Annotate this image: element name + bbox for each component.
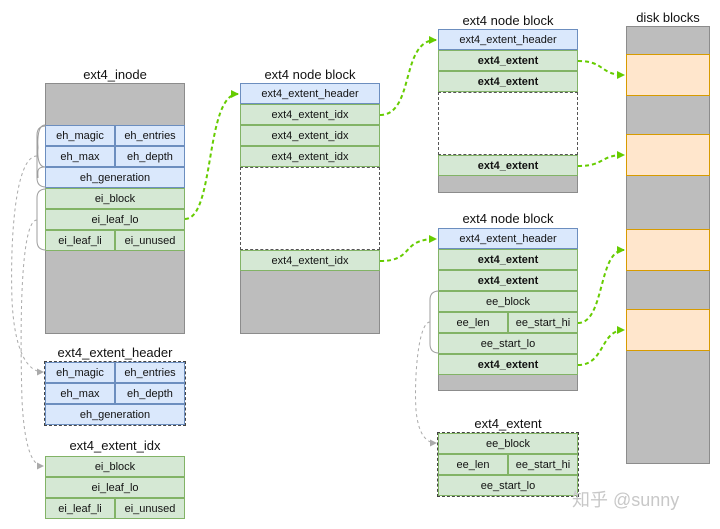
legend-ee-block: ee_block bbox=[438, 433, 578, 454]
inode-eh-generation: eh_generation bbox=[45, 167, 185, 188]
disk-blocks-title: disk blocks bbox=[636, 10, 700, 25]
node-top-extent-1: ext4_extent bbox=[438, 50, 578, 71]
node-bottom-extent-last: ext4_extent bbox=[438, 354, 578, 375]
bracket-inode-header bbox=[37, 124, 46, 179]
node-top-title: ext4 node block bbox=[462, 13, 554, 28]
inode-ei-block: ei_block bbox=[45, 188, 185, 209]
legend-ei-leaf-li: ei_leaf_li bbox=[45, 498, 115, 519]
inode-eh-max: eh_max bbox=[45, 146, 115, 167]
node-top-free-space bbox=[438, 92, 578, 155]
legend-eh-entries: eh_entries bbox=[115, 362, 185, 383]
legend-ei-unused: ei_unused bbox=[115, 498, 185, 519]
node-mid-idx-2: ext4_extent_idx bbox=[240, 125, 380, 146]
legend-ei-block: ei_block bbox=[45, 456, 185, 477]
leader-to-header-legend bbox=[11, 155, 44, 376]
node-bottom-ee-start-hi: ee_start_hi bbox=[508, 312, 578, 333]
extent-header-legend-title: ext4_extent_header bbox=[57, 345, 173, 360]
node-bottom-ee-start-lo: ee_start_lo bbox=[438, 333, 578, 354]
node-mid-header: ext4_extent_header bbox=[240, 83, 380, 104]
bracket-node-extent bbox=[429, 290, 440, 354]
extent-idx-legend-title: ext4_extent_idx bbox=[69, 438, 161, 453]
inode-title: ext4_inode bbox=[83, 67, 147, 82]
leader-to-idx-legend bbox=[20, 219, 44, 470]
legend-eh-generation: eh_generation bbox=[45, 404, 185, 425]
node-mid-idx-1: ext4_extent_idx bbox=[240, 104, 380, 125]
node-bottom-title: ext4 node block bbox=[462, 211, 554, 226]
inode-eh-depth: eh_depth bbox=[115, 146, 185, 167]
arrow-extent-to-disk-2 bbox=[577, 151, 625, 167]
node-top-extent-2: ext4_extent bbox=[438, 71, 578, 92]
node-mid-free-space bbox=[240, 167, 380, 250]
leader-to-extent-legend bbox=[415, 321, 437, 447]
legend-eh-magic: eh_magic bbox=[45, 362, 115, 383]
node-mid-idx-3: ext4_extent_idx bbox=[240, 146, 380, 167]
arrow-inode-to-node bbox=[184, 90, 239, 220]
node-mid-idx-last: ext4_extent_idx bbox=[240, 250, 380, 271]
disk-data-block-4 bbox=[626, 309, 710, 351]
node-mid-title: ext4 node block bbox=[264, 67, 356, 82]
extent-legend-title: ext4_extent bbox=[474, 416, 542, 431]
inode-eh-magic: eh_magic bbox=[45, 125, 115, 146]
node-bottom-ee-block: ee_block bbox=[438, 291, 578, 312]
extent-legend-box bbox=[437, 432, 579, 497]
node-bottom-extent-2: ext4_extent bbox=[438, 270, 578, 291]
inode-ei-leaf-lo: ei_leaf_lo bbox=[45, 209, 185, 230]
extent-header-legend-box bbox=[44, 361, 186, 426]
legend-ee-start-hi: ee_start_hi bbox=[508, 454, 578, 475]
arrow-idx-to-bottom-node bbox=[379, 235, 437, 262]
disk-data-block-2 bbox=[626, 134, 710, 176]
bracket-inode-idx bbox=[36, 188, 47, 251]
disk-data-block-3 bbox=[626, 229, 710, 271]
arrow-extent-to-disk-1 bbox=[577, 60, 625, 79]
inode-ei-unused: ei_unused bbox=[115, 230, 185, 251]
legend-ee-len: ee_len bbox=[438, 454, 508, 475]
node-bottom-header: ext4_extent_header bbox=[438, 228, 578, 249]
legend-ei-leaf-lo: ei_leaf_lo bbox=[45, 477, 185, 498]
inode-eh-entries: eh_entries bbox=[115, 125, 185, 146]
legend-eh-depth: eh_depth bbox=[115, 383, 185, 404]
node-top-extent-last: ext4_extent bbox=[438, 155, 578, 176]
node-bottom-extent-1: ext4_extent bbox=[438, 249, 578, 270]
arrow-extent-to-disk-4 bbox=[577, 326, 625, 366]
inode-ei-leaf-li: ei_leaf_li bbox=[45, 230, 115, 251]
legend-ee-start-lo: ee_start_lo bbox=[438, 475, 578, 496]
arrow-idx-to-top-node bbox=[379, 36, 437, 116]
watermark: 知乎 @sunny bbox=[572, 490, 680, 510]
node-bottom-ee-len: ee_len bbox=[438, 312, 508, 333]
legend-eh-max: eh_max bbox=[45, 383, 115, 404]
disk-data-block-1 bbox=[626, 54, 710, 96]
arrow-extent-to-disk-3 bbox=[577, 246, 625, 324]
node-top-header: ext4_extent_header bbox=[438, 29, 578, 50]
